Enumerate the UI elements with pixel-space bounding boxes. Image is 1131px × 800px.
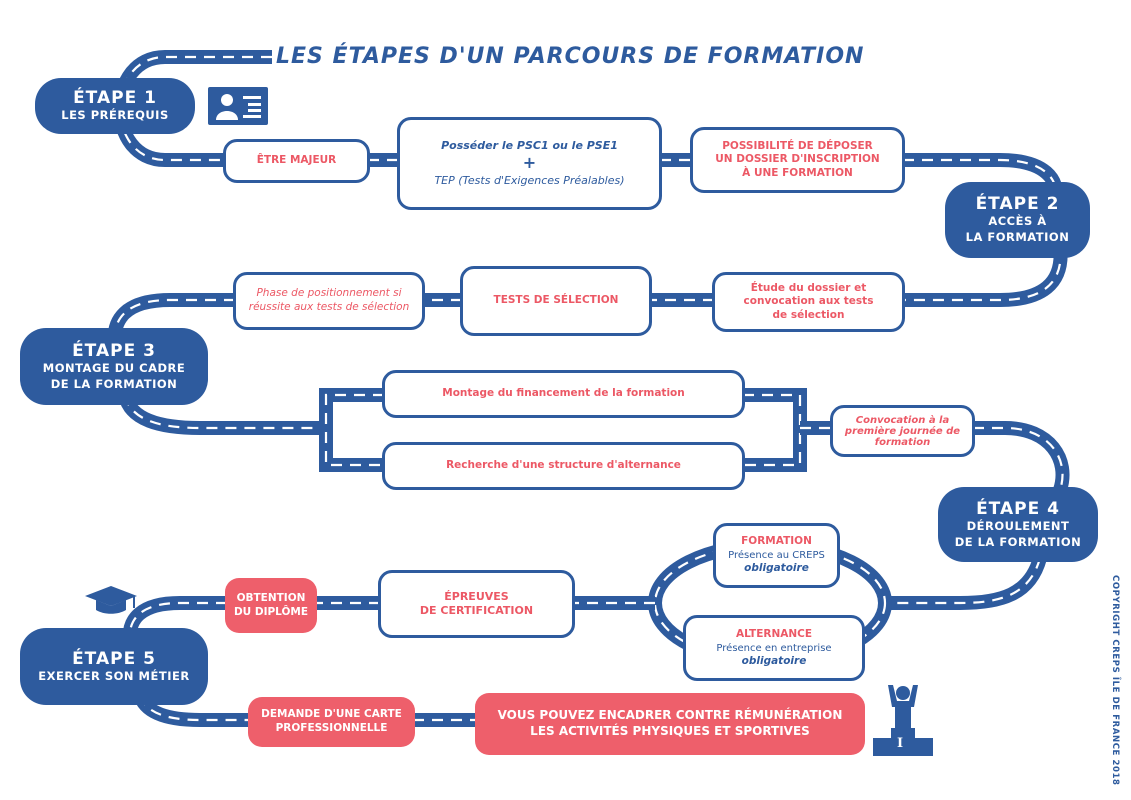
box-note: obligatoire (741, 654, 807, 667)
tests-selection: TESTS DE SÉLECTION (460, 266, 652, 336)
text-line: LES ACTIVITÉS PHYSIQUES ET SPORTIVES (530, 724, 810, 738)
text-line: Phase de positionnement si (256, 287, 402, 300)
step-subtitle: DE LA FORMATION (954, 534, 1082, 549)
encadrer-remuneration: VOUS POUVEZ ENCADRER CONTRE RÉMUNÉRATION… (475, 693, 865, 755)
podium-winner-icon: I (873, 683, 939, 757)
box-text: Présence au CREPS (728, 550, 825, 561)
text-line: À UNE FORMATION (742, 166, 853, 179)
text-line: ÉPREUVES (444, 589, 509, 603)
box-note: obligatoire (744, 562, 809, 574)
step-subtitle: ACCÈS À (988, 214, 1047, 229)
step-1-badge: ÉTAPE 1 LES PRÉREQUIS (35, 78, 195, 134)
step-5-badge: ÉTAPE 5 EXERCER SON MÉTIER (20, 628, 208, 705)
step-2-badge: ÉTAPE 2 ACCÈS À LA FORMATION (945, 182, 1090, 258)
epreuves-certification: ÉPREUVES DE CERTIFICATION (378, 570, 575, 638)
etude-dossier: Étude du dossier et convocation aux test… (712, 272, 905, 332)
text-line: OBTENTION (236, 591, 306, 604)
text-line: UN DOSSIER D'INSCRIPTION (715, 153, 880, 166)
step-title: ÉTAPE 4 (976, 498, 1060, 519)
text-line: Étude du dossier et (750, 281, 867, 294)
page-title: LES ÉTAPES D'UN PARCOURS DE FORMATION (276, 44, 865, 69)
step-subtitle: MONTAGE DU CADRE (42, 360, 186, 375)
text-line: VOUS POUVEZ ENCADRER CONTRE RÉMUNÉRATION (497, 708, 843, 723)
step-3-badge: ÉTAPE 3 MONTAGE DU CADRE DE LA FORMATION (20, 328, 208, 405)
step-title: ÉTAPE 5 (72, 648, 156, 669)
psc-text: Posséder le PSC1 ou le PSE1 (441, 138, 618, 152)
formation-creps: FORMATION Présence au CREPS obligatoire (713, 523, 840, 588)
requirement-psc-tep: Posséder le PSC1 ou le PSE1 + TEP (Tests… (397, 117, 662, 210)
obtention-diplome: OBTENTION DU DIPLÔME (225, 578, 317, 633)
montage-financement: Montage du financement de la formation (382, 370, 745, 418)
demande-carte-pro: DEMANDE D'UNE CARTE PROFESSIONNELLE (248, 697, 415, 747)
text-line: Convocation à la (855, 414, 950, 426)
step-title: ÉTAPE 2 (975, 194, 1060, 215)
text-line: de sélection (772, 308, 845, 321)
convocation-premiere-journee: Convocation à la première journée de for… (830, 405, 975, 457)
text-line: formation (874, 436, 931, 448)
step-subtitle: LA FORMATION (965, 230, 1070, 244)
step-subtitle: DÉROULEMENT (966, 518, 1070, 533)
step-subtitle: DE LA FORMATION (50, 376, 178, 391)
text-line: POSSIBILITÉ DE DÉPOSER (722, 139, 873, 152)
alternance-entreprise: ALTERNANCE Présence en entreprise obliga… (683, 615, 865, 681)
requirement-majeur: ÊTRE MAJEUR (223, 139, 370, 183)
plus-sign: + (522, 153, 537, 173)
id-card-icon (208, 87, 268, 125)
step-subtitle: EXERCER SON MÉTIER (38, 668, 190, 683)
text-line: Recherche d'une structure d'alternance (446, 459, 681, 472)
step-subtitle: LES PRÉREQUIS (61, 108, 169, 123)
recherche-alternance: Recherche d'une structure d'alternance (382, 442, 745, 490)
text-line: DE CERTIFICATION (419, 604, 534, 617)
text-line: DU DIPLÔME (233, 605, 309, 618)
step-4-badge: ÉTAPE 4 DÉROULEMENT DE LA FORMATION (938, 487, 1098, 562)
phase-positionnement: Phase de positionnement si réussite aux … (233, 272, 425, 330)
text-line: PROFESSIONNELLE (275, 722, 388, 734)
text-line: réussite aux tests de sélection (248, 301, 410, 313)
text-line: Montage du financement de la formation (442, 387, 685, 400)
text-line: convocation aux tests (743, 295, 874, 308)
copyright: COPYRIGHT CREPS ÎLE DE FRANCE 2018 (1110, 575, 1120, 786)
box-text: Présence en entreprise (716, 642, 832, 654)
step-title: ÉTAPE 3 (72, 340, 156, 361)
text-line: DEMANDE D'UNE CARTE (261, 708, 402, 721)
step-title: ÉTAPE 1 (73, 88, 157, 109)
text-line: première journée de (844, 425, 961, 437)
text-line: TESTS DE SÉLECTION (493, 294, 619, 307)
box-title: ALTERNANCE (735, 627, 813, 640)
graduation-cap-icon (85, 586, 137, 614)
tep-text: TEP (Tests d'Exigences Préalables) (434, 173, 625, 187)
requirement-text: ÊTRE MAJEUR (256, 154, 337, 167)
box-title: FORMATION (741, 535, 812, 548)
podium-mark: I (897, 736, 904, 751)
dossier-inscription: POSSIBILITÉ DE DÉPOSER UN DOSSIER D'INSC… (690, 127, 905, 193)
